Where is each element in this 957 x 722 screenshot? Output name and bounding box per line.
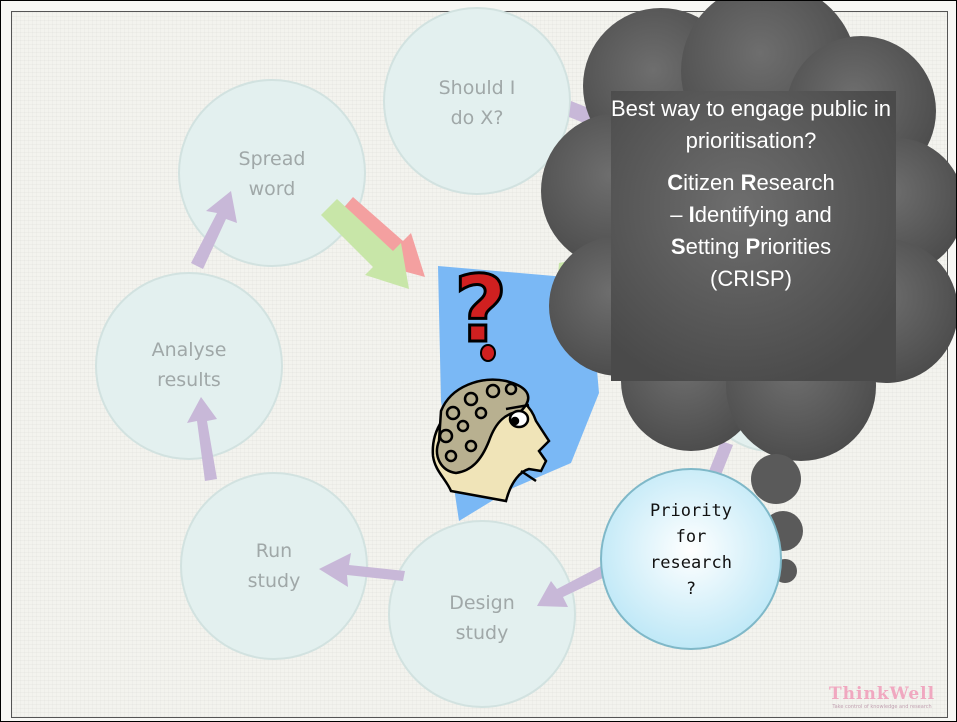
arrow-priority-to-design (537, 566, 607, 607)
node-label-priority: Priority for research ? (650, 501, 732, 599)
cloud-question: Best way to engage public in prioritisat… (610, 96, 892, 153)
node-label-should: Should I do X? (438, 77, 516, 129)
arrow-analyse-to-spread (191, 191, 237, 269)
node-circle-priority (600, 468, 782, 650)
arrow-into-priority (709, 441, 733, 475)
thought-cloud (541, 1, 956, 461)
arrow-red (339, 197, 425, 277)
logo-tagline: Take control of knowledge and research (832, 704, 932, 710)
logo-name: ThinkWell (829, 684, 936, 704)
question-mark-dot (480, 344, 496, 362)
node-label-analyse: Analyse results (151, 339, 227, 391)
crisp-line-2: – Identifying and (670, 202, 832, 227)
arrow-run-to-analyse (187, 397, 217, 481)
node-label-spread: Spread word (238, 148, 306, 200)
node-circle-design (388, 520, 576, 708)
arrow-green (321, 199, 409, 289)
node-label-design: Design study (449, 592, 515, 644)
cloud-text: Best way to engage public in prioritisat… (601, 93, 901, 295)
node-label-run: Run study (247, 540, 301, 592)
node-circle-should (383, 7, 571, 195)
arrow-design-to-run (319, 553, 405, 587)
question-mark: ? (454, 256, 507, 363)
crisp-line-4: (CRISP) (710, 266, 792, 291)
crisp-line-1: Citizen Research (667, 170, 835, 195)
node-circle-run (180, 472, 368, 660)
thought-bubble-1 (751, 454, 801, 504)
crisp-line-3: Setting Priorities (670, 234, 832, 259)
thinkwell-logo: ThinkWell Take control of knowledge and … (829, 684, 935, 710)
node-circle-analyse (95, 272, 283, 460)
thinker-illustration (431, 378, 551, 503)
